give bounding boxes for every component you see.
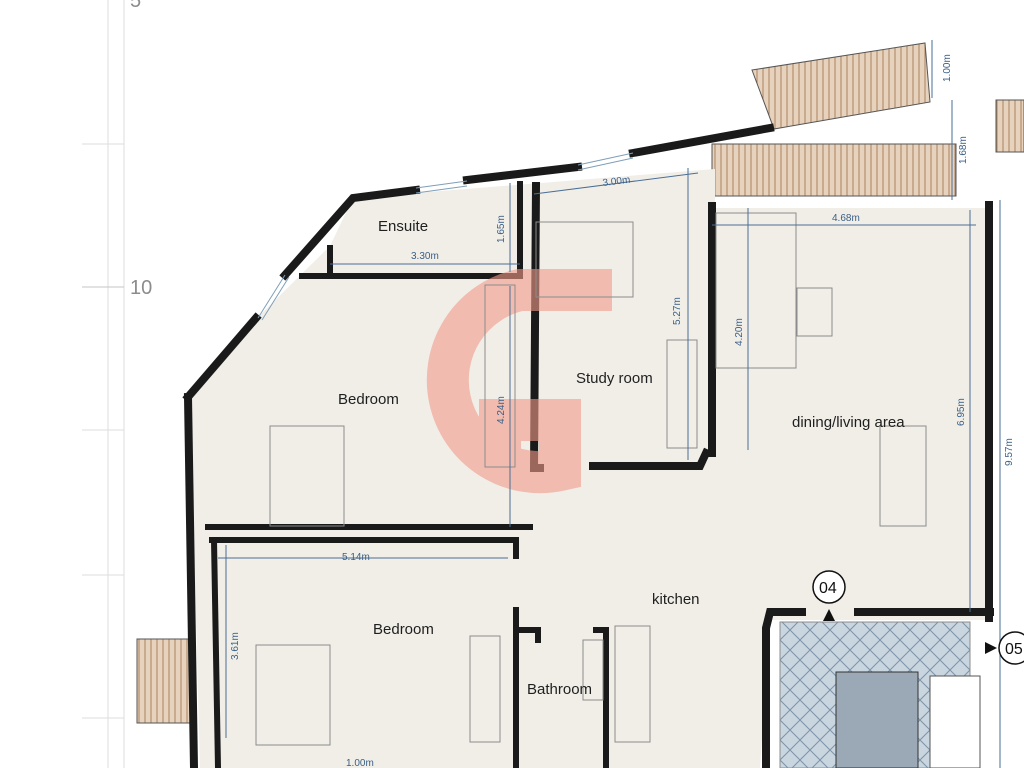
dim-balcony-depth: 1.68m [958,136,969,164]
dimension-lines [218,40,1001,768]
upper-balcony [751,42,931,130]
dim-bottom-partial: 1.00m [346,758,374,768]
room-label-kitchen: kitchen [652,591,700,608]
bed-upper [269,425,345,527]
dim-living-width: 4.68m [832,213,860,224]
furniture [255,212,981,768]
marker-04 [812,570,846,621]
dim-living-depth: 6.95m [956,398,967,426]
outer-wall-west-lower [210,536,222,768]
dining-table [879,425,927,527]
far-right-terrace [995,99,1024,153]
lift-shaft [835,671,919,768]
marker-05 [985,631,1024,665]
kitchen-wall-south [762,608,806,768]
outer-wall-north-segment-2 [628,123,775,158]
outer-wall-northwest [279,185,421,281]
room-label-bathroom: Bathroom [527,681,592,698]
room-label-bedroom-upper: Bedroom [338,391,399,408]
terraces [136,42,1024,724]
study-wall-east [589,447,712,470]
kitchen-counter [614,625,651,743]
wardrobe-lower [469,635,501,743]
windows [257,152,634,321]
room-label-ensuite: Ensuite [378,218,428,235]
outer-wall-north [182,312,262,403]
dim-study-width: 3.00m [602,175,631,189]
dim-right-overall: 9.57m [1004,438,1015,466]
dim-living-inner-depth: 4.20m [734,318,745,346]
bathroom-wall [517,627,541,643]
dim-bedroom-lower-width: 5.14m [342,552,370,563]
dim-balcony-width: 1.00m [942,54,953,82]
room-label-study: Study room [576,370,653,387]
wardrobe-upper [484,284,516,468]
tv-stand [796,287,833,337]
dim-bedroom-lower-depth: 3.61m [230,632,241,660]
grid-lines [82,0,125,768]
study-desk [535,221,634,298]
shower [582,639,604,701]
stair-run [929,675,981,768]
wardrobe-study [666,339,698,449]
dim-study-depth: 5.27m [672,297,683,325]
dim-bedroom-upper-depth: 4.24m [496,396,507,424]
bed-lower [255,644,331,746]
room-label-dining-living: dining/living area [792,414,905,431]
outer-wall-north-segment [462,162,583,185]
dim-ensuite-depth: 1.65m [496,215,507,243]
marker-04-label: 04 [819,580,837,597]
marker-05-label: 05 [1005,641,1023,658]
sofa [715,212,797,369]
right-terrace [711,143,957,197]
bathroom-wall-east [593,627,609,768]
room-label-bedroom-lower: Bedroom [373,621,434,638]
bedroom-lower-wall-north [209,537,519,559]
grid-label-10: 10 [130,277,152,299]
outer-wall-west [183,392,199,768]
dim-ensuite-width: 3.30m [411,251,439,262]
left-terrace [136,638,196,724]
grid-label-5: 5 [130,0,141,12]
watermark-logo [426,269,612,494]
